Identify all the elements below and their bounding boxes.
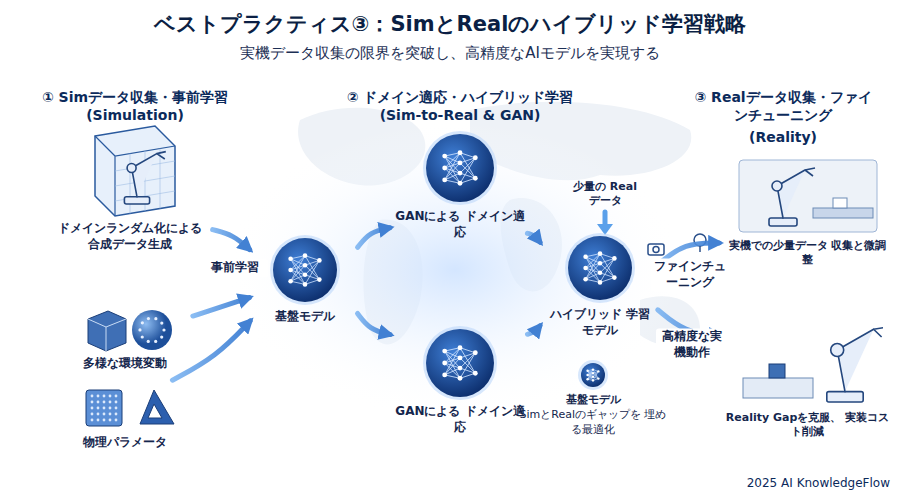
node-text: 物理パラメータ — [60, 435, 190, 451]
node-text: ハイブリッド 学習モデル — [545, 307, 655, 338]
node-icon — [578, 360, 608, 390]
edge-label: ファインチューニング — [651, 258, 729, 291]
section-heading: (Reality) — [688, 128, 878, 146]
diagram-title: ベストプラクティス③：SimとRealのハイブリッド学習戦略 — [0, 10, 900, 38]
node-text: 基盤モデル — [518, 393, 668, 407]
section-heading: ① Simデータ収集・事前学習 — [40, 88, 230, 106]
illustration-box: 実機での少量データ 収集と微調整 — [725, 156, 890, 268]
node-text: GANによる ドメイン適応 — [395, 404, 525, 435]
model-circle: ハイブリッド 学習モデル — [545, 232, 655, 338]
flow-arrow — [527, 326, 540, 335]
flow-arrow — [172, 321, 250, 380]
illustration-box: Reality Gapを克服、 実装コスト削減 — [725, 308, 890, 440]
section-heading: (Simulation) — [40, 106, 230, 124]
section-heading: ② ドメイン適応・ハイブリッド学習 — [340, 88, 580, 106]
node-text: GANによる ドメイン適応 — [395, 209, 525, 240]
edge-label: 高精度な実機動作 — [656, 328, 728, 361]
model-circle: 基盤モデルSimとRealのギャップを 埋める最適化 — [518, 360, 668, 437]
flow-arrow — [193, 298, 249, 317]
node-icon — [422, 325, 498, 401]
node-icon — [70, 305, 180, 353]
illustration-box: ドメインランダム化による 合成データ生成 — [50, 118, 210, 252]
input-note: 少量の Realデータ — [570, 180, 640, 209]
node-text: SimとRealのギャップを 埋める最適化 — [518, 408, 668, 437]
flow-arrow — [358, 313, 390, 334]
node-icon — [733, 308, 883, 408]
node-text: 多様な環境変動 — [60, 356, 190, 372]
model-circle: 基盤モデル — [255, 234, 355, 325]
node-text: Reality Gapを克服、 実装コスト削減 — [725, 411, 890, 440]
illustration-box: 物理パラメータ — [60, 382, 190, 451]
node-icon — [75, 118, 185, 218]
subtitle: 実機データ収集の限界を突破し、高精度なAIモデルを実現する — [0, 44, 900, 63]
edge-label: 事前学習 — [202, 259, 268, 277]
node-text: 基盤モデル — [255, 309, 355, 325]
illustration-box: 多様な環境変動 — [60, 305, 190, 372]
model-circle: GANによる ドメイン適応 — [395, 130, 525, 240]
node-icon — [733, 156, 883, 236]
flow-arrow — [527, 233, 540, 242]
flow-arrow — [213, 230, 250, 250]
center-glow — [225, 120, 685, 420]
camera-icons — [648, 234, 706, 255]
section-heading: ③ Realデータ収集・ファインチューニング — [688, 88, 878, 124]
node-text: ドメインランダム化による 合成データ生成 — [50, 221, 210, 252]
node-icon — [564, 232, 636, 304]
node-icon — [422, 130, 498, 206]
section-heading: (Sim-to-Real & GAN) — [340, 106, 580, 124]
node-text: 実機での少量データ 収集と微調整 — [725, 239, 890, 268]
model-circle: GANによる ドメイン適応 — [395, 325, 525, 435]
flow-arrow — [358, 228, 390, 248]
footer-credit: 2025 AI KnowledgeFlow — [740, 476, 890, 492]
small-data-arrow — [597, 212, 613, 235]
node-icon — [70, 382, 180, 432]
node-icon — [269, 234, 341, 306]
